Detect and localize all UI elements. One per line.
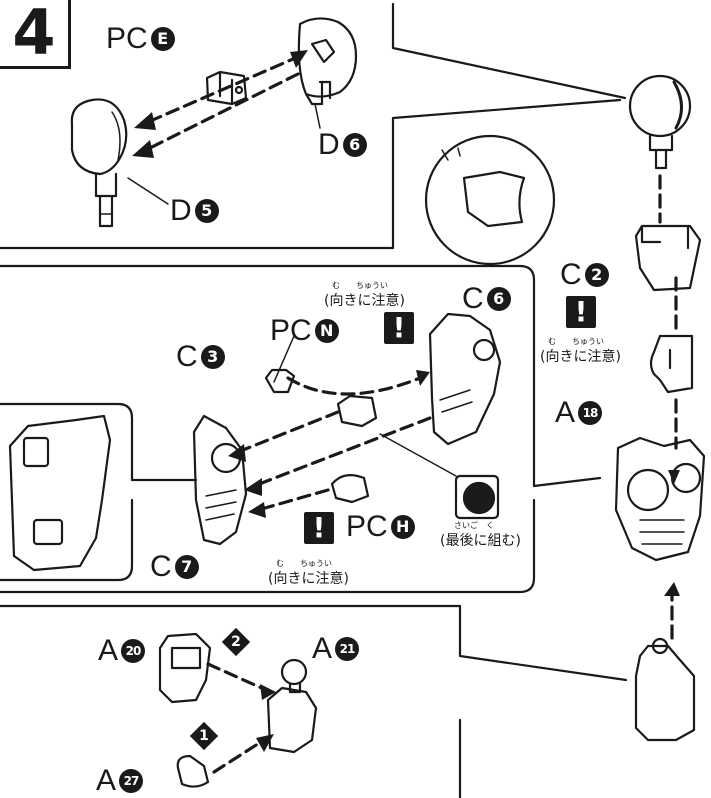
note-ruby-last: さいご く [454, 521, 494, 530]
pc-h-cap [330, 473, 370, 504]
panel-bottom-outline [0, 604, 628, 798]
head-ball [628, 74, 692, 138]
caution-mark-pc-h: ! [304, 512, 334, 544]
panel-inset-outline [0, 402, 198, 582]
note-assemble-last: (最後に組む) [440, 533, 521, 549]
note-ruby-pc-n: む ちゅうい [332, 281, 388, 290]
a18-part [649, 334, 694, 394]
a20-part [158, 632, 212, 704]
note-orientation-c2: (向きに注意) [540, 349, 621, 365]
note-ruby-pc-h: む ちゅうい [276, 559, 332, 568]
order-marker-1: 1 [189, 721, 219, 751]
detail-callout [424, 134, 556, 266]
c2-part [634, 224, 702, 292]
a21-part [266, 686, 318, 754]
note-orientation-pc-n: (向きに注意) [324, 293, 405, 309]
step-number: 4 [0, 0, 71, 69]
upper-body [614, 436, 706, 562]
caution-mark-pc-n: ! [384, 312, 414, 344]
shoulder-armor [8, 414, 112, 572]
panel-middle-outline [0, 264, 602, 594]
waist-part [634, 644, 696, 742]
d6-part [297, 17, 358, 98]
note-ruby-c2: む ちゅうい [548, 337, 604, 346]
order-marker-2: 2 [221, 627, 251, 657]
caution-mark-c2: ! [566, 296, 596, 328]
c7-part [192, 414, 248, 546]
c6-part [428, 312, 502, 446]
note-orientation-pc-h: (向きに注意) [268, 571, 349, 587]
panel-top-outline [0, 98, 622, 250]
pc-n-cap [336, 394, 378, 428]
a27-part [176, 754, 210, 788]
panel-top-outline-upper [391, 2, 627, 100]
c3-part [264, 368, 296, 394]
d5-neck [94, 172, 118, 228]
last-marker-frame [454, 474, 500, 520]
d5-head [70, 98, 128, 176]
